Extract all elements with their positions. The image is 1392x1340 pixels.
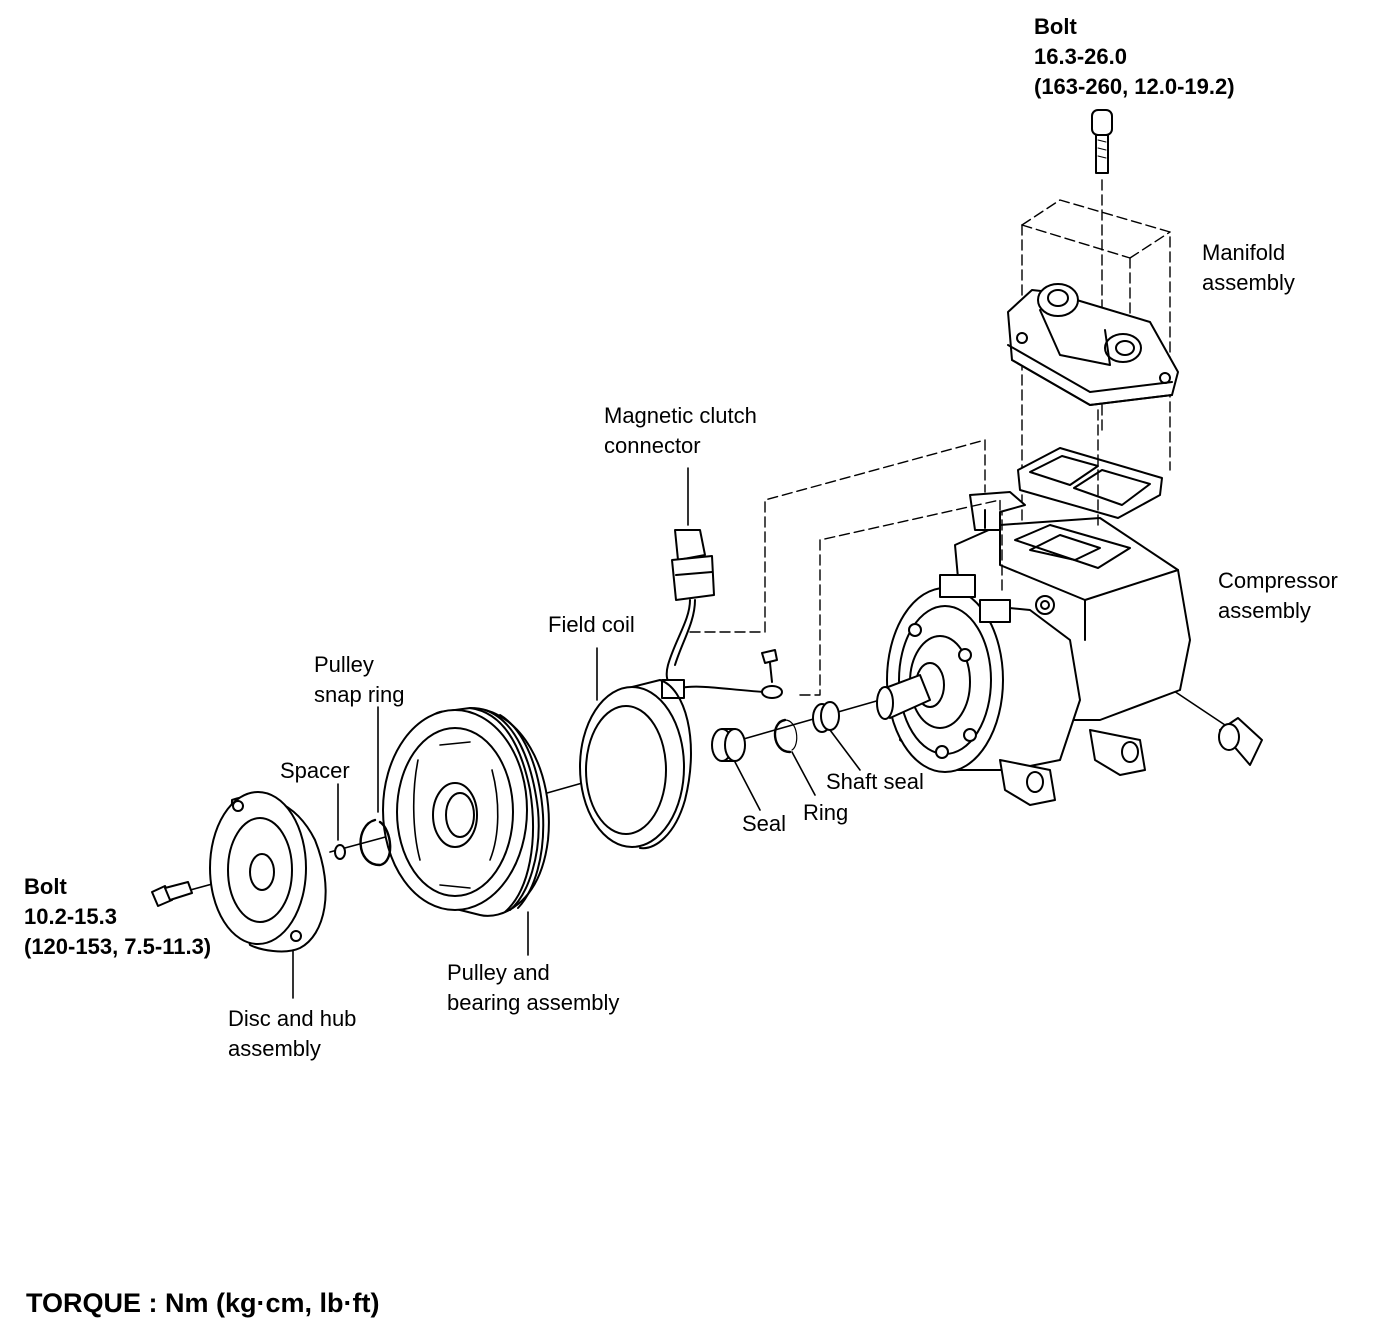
bolt-left-label: Bolt 10.2-15.3 (120-153, 7.5-11.3) [24, 872, 211, 962]
connector-icon [661, 467, 766, 699]
compressor-label-line1: Compressor [1218, 568, 1338, 593]
compressor-label: Compressor assembly [1218, 566, 1338, 626]
manifold-projection-box [1021, 199, 1171, 581]
torque-units-footer: TORQUE : Nm (kg·cm, lb·ft) [26, 1288, 380, 1318]
gasket-icon [1017, 447, 1163, 519]
disc-hub-label-line2: assembly [228, 1036, 321, 1061]
bolt-left-alt: (120-153, 7.5-11.3) [24, 934, 212, 959]
pulley-bearing-label-line1: Pulley and [447, 960, 550, 985]
pulley-snap-ring-label-line1: Pulley [314, 652, 374, 677]
disc-hub-icon [209, 791, 327, 999]
manifold-label-line1: Manifold [1202, 240, 1286, 265]
compressor-label-line2: assembly [1218, 598, 1311, 623]
bolt-top-title: Bolt [1034, 14, 1077, 39]
screw-icon [761, 649, 783, 699]
spacer-label: Spacer [280, 758, 350, 783]
field-coil-icon [579, 647, 692, 850]
ring-label: Ring [803, 800, 849, 825]
shaft-seal-label: Shaft seal [826, 769, 924, 794]
bolt-left-value: 10.2-15.3 [24, 904, 117, 929]
pulley-bearing-label: Pulley and bearing assembly [447, 958, 619, 1018]
manifold-label-line2: assembly [1202, 270, 1295, 295]
manifold-assembly-icon [1007, 283, 1179, 406]
disc-hub-label-line1: Disc and hub [228, 1006, 357, 1031]
bolt-top-value: 16.3-26.0 [1034, 44, 1127, 69]
pulley-snap-ring-label: Pulley snap ring [314, 650, 405, 710]
magnetic-clutch-label: Magnetic clutch connector [604, 401, 757, 461]
pulley-icon [382, 707, 550, 956]
plug-icon [1218, 717, 1263, 766]
bolt-left-title: Bolt [24, 874, 67, 899]
magnetic-clutch-label-line2: connector [604, 433, 701, 458]
snap-ring-icon [359, 706, 392, 867]
field-coil-label: Field coil [548, 612, 635, 637]
bolt-top-alt: (163-260, 12.0-19.2) [1034, 74, 1235, 99]
pulley-bearing-label-line2: bearing assembly [447, 990, 620, 1015]
manifold-label: Manifold assembly [1202, 238, 1295, 298]
pulley-snap-ring-label-line2: snap ring [314, 682, 405, 707]
bolt-left-icon [151, 881, 193, 907]
magnetic-clutch-label-line1: Magnetic clutch [604, 403, 757, 428]
seal-label: Seal [742, 811, 787, 836]
spacer-icon [334, 783, 346, 860]
shaft-seal-icon [812, 701, 861, 771]
bolt-top-label: Bolt 16.3-26.0 (163-260, 12.0-19.2) [1034, 12, 1235, 102]
compressor-body-icon [876, 517, 1191, 806]
disc-hub-label: Disc and hub assembly [228, 1004, 356, 1064]
seal-icon [711, 728, 761, 811]
ring-icon [773, 718, 816, 796]
clip-icon [969, 491, 1026, 531]
